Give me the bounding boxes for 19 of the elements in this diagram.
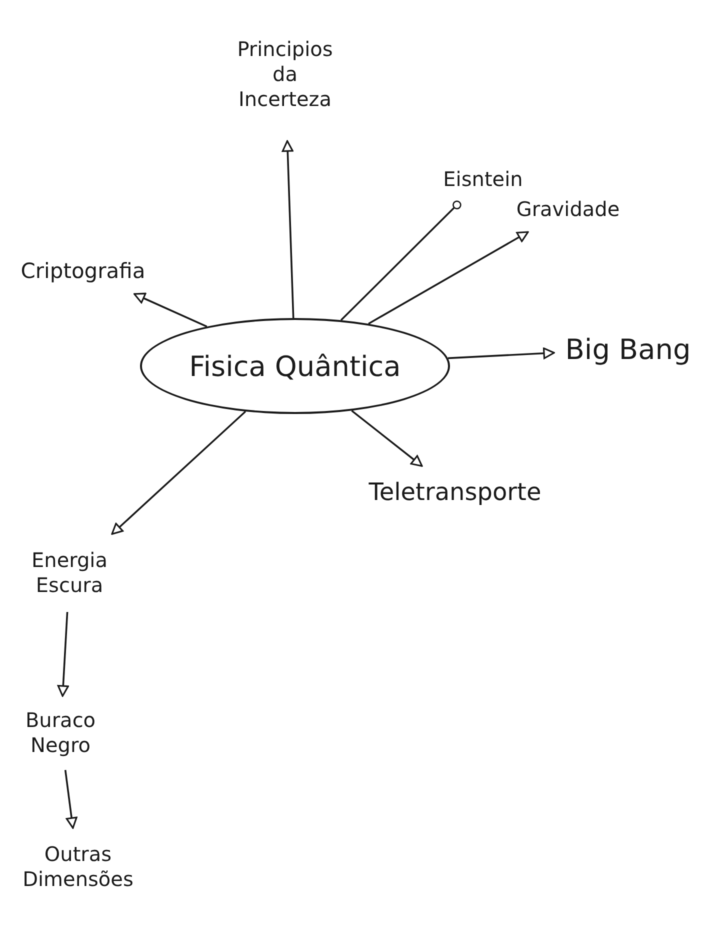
arrow xyxy=(351,410,423,467)
arrow xyxy=(282,140,294,318)
subtopic-label: Principios da Incerteza xyxy=(236,37,334,112)
subtopic-label: Criptografia xyxy=(20,258,146,284)
topic-oval xyxy=(140,318,450,414)
subtopic-label: Big Bang xyxy=(565,332,691,366)
arrow xyxy=(57,612,69,697)
subtopic-label: Eisntein xyxy=(443,166,523,192)
topic-label: Fisica Quântica xyxy=(189,348,401,384)
subtopic-label: Teletransporte xyxy=(368,477,542,507)
arrow xyxy=(448,348,555,360)
arrow xyxy=(134,292,208,328)
arrow xyxy=(64,770,78,829)
arrow xyxy=(368,231,529,325)
arrow xyxy=(111,410,246,535)
subtopic-label: Gravidade xyxy=(516,196,620,222)
subtopic-label: Energia Escura xyxy=(30,548,108,598)
subtopic-label: Outras Dimensões xyxy=(22,842,134,892)
subtopic-label: Buraco Negro xyxy=(24,708,97,758)
